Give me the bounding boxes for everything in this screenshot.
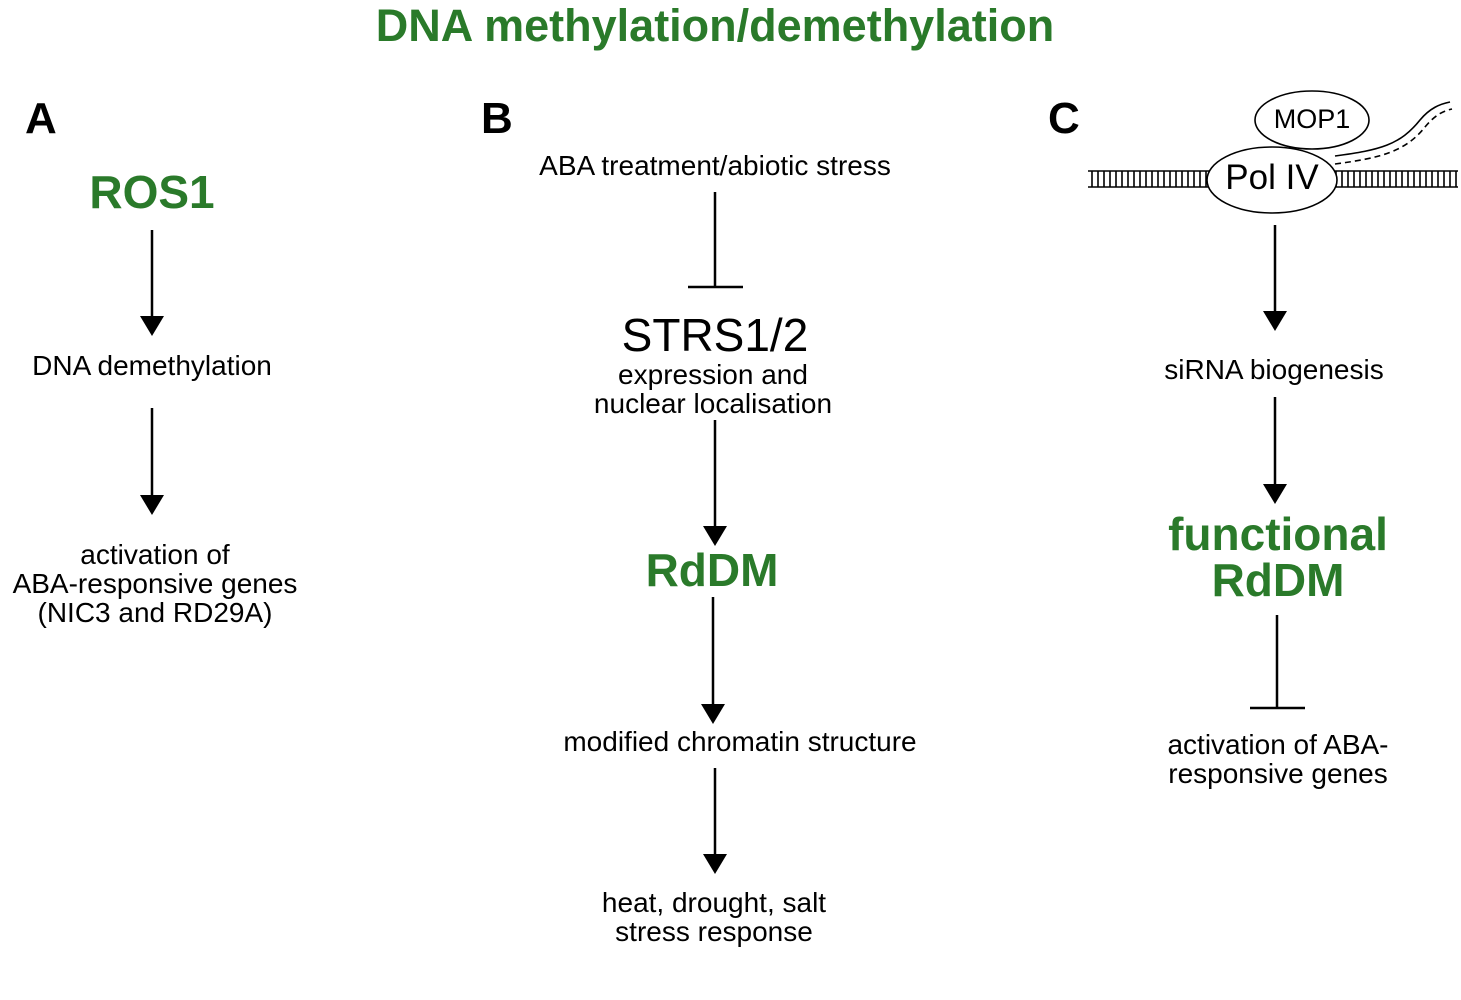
strs-sub-line-2: nuclear localisation [593,388,833,419]
activation-line-2: ABA-responsive genes [12,568,298,599]
arrow-pol4-to-sirna [1263,225,1287,331]
pol4-ellipse [1206,146,1338,214]
functional-rddm-line-2: RdDM [1211,554,1345,606]
activation-line-3: (NIC3 and RD29A) [37,597,273,628]
diagram-title: DNA methylation/demethylation [375,0,1055,51]
inhibition-stress-to-strs [688,192,743,289]
dna-ladder-icon [1088,170,1458,188]
inhibition-rddm-to-activation [1250,615,1305,710]
arrow-strs-to-rddm [703,420,727,546]
panel-a-letter: A [25,94,57,143]
panel-c-letter: C [1048,94,1080,143]
strs-sub-line-1: expression and [618,359,808,390]
chromatin-structure-node: modified chromatin structure [563,726,917,757]
arrow-ros1-to-demethylation [140,230,164,336]
sirna-biogenesis-node: siRNA biogenesis [1164,354,1384,385]
stress-response-line-2: stress response [615,916,813,947]
activation-c-line-2: responsive genes [1168,758,1388,789]
arrow-sirna-to-rddm [1263,397,1287,504]
rddm-node: RdDM [645,544,779,596]
arrow-rddm-to-chromatin [701,597,725,724]
stress-response-line-1: heat, drought, salt [601,887,827,918]
mop1-label: MOP1 [1273,104,1351,134]
activation-aba-genes-node: activation of ABA-responsive genes (NIC3… [0,540,310,627]
functional-rddm-line-1: functional [1168,508,1388,560]
pol4-label: Pol IV [1225,158,1319,197]
dna-demethylation-node: DNA demethylation [32,350,272,381]
activation-line-1: activation of [80,539,230,570]
aba-stress-node: ABA treatment/abiotic stress [539,150,891,181]
activation-aba-genes-c-node: activation of ABA- responsive genes [1128,730,1428,788]
panel-b-letter: B [481,94,513,143]
strs-node-title: STRS1/2 [621,309,809,361]
stress-response-node: heat, drought, salt stress response [564,888,864,946]
arrow-chromatin-to-response [703,768,727,874]
functional-rddm-node: functional RdDM [1128,511,1428,603]
rna-strand-icon [1334,101,1453,165]
ros1-node: ROS1 [89,166,215,218]
activation-c-line-1: activation of ABA- [1167,729,1389,760]
arrow-demethylation-to-activation [140,408,164,515]
strs-node-subtitle: expression and nuclear localisation [563,360,863,418]
mop1-ellipse [1254,90,1370,150]
